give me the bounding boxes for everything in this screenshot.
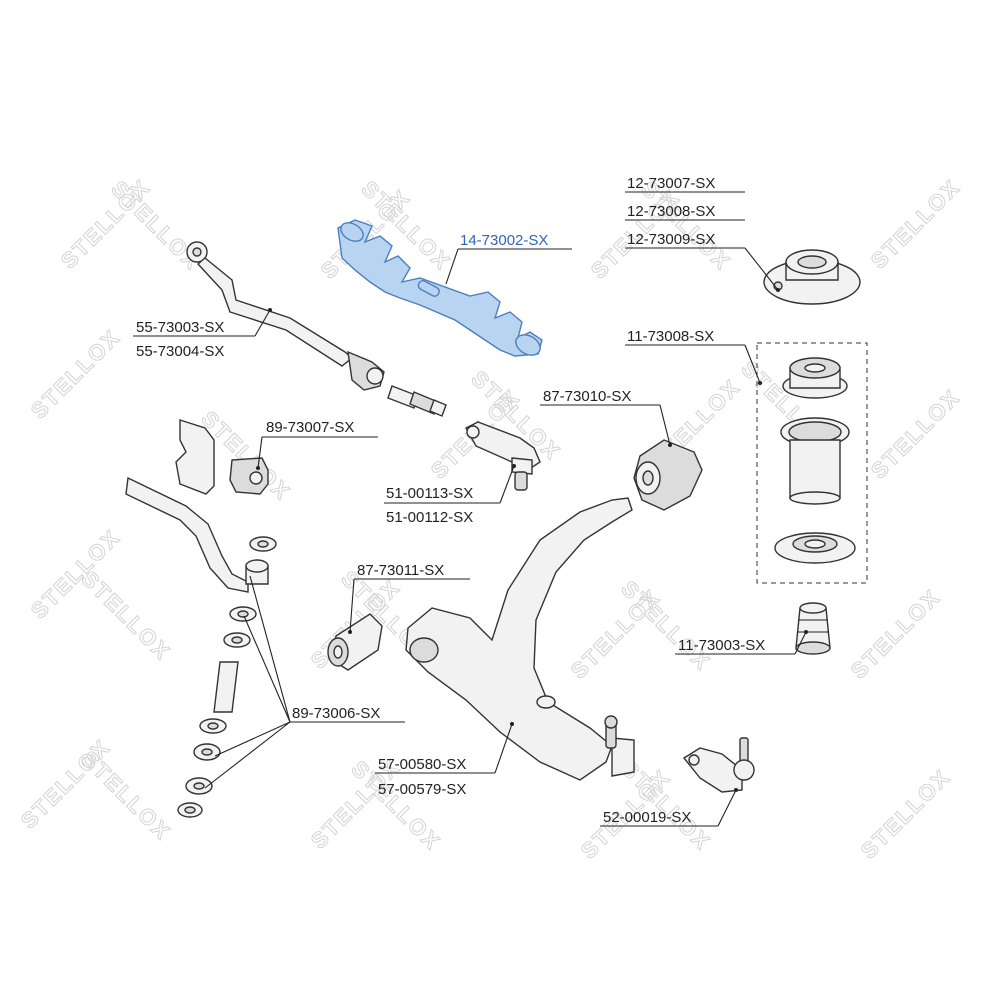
watermark: STELLOX [76, 566, 175, 665]
watermark: STELLOX [76, 746, 175, 845]
part-label[interactable]: 51-00113-SX [386, 485, 473, 502]
watermark: STELLOX [26, 324, 125, 423]
tie-rod-stud[interactable] [387, 385, 447, 417]
part-label[interactable]: 12-73007-SX [627, 175, 715, 192]
part-label[interactable]: 57-00579-SX [378, 781, 466, 798]
leader-lines [133, 191, 808, 827]
lower-control-arm[interactable] [405, 497, 635, 781]
part-label[interactable]: 52-00019-SX [603, 809, 691, 826]
watermark: STELLOX [866, 174, 965, 273]
part-label[interactable]: 12-73008-SX [627, 203, 715, 220]
part-label[interactable]: 11-73008-SX [627, 328, 714, 345]
part-label[interactable]: 51-00112-SX [386, 509, 473, 526]
part-label[interactable]: 14-73002-SX [460, 232, 548, 249]
control-arm-bushing-front[interactable] [633, 439, 703, 511]
ball-joint[interactable] [682, 737, 755, 793]
idler-arm[interactable] [465, 421, 541, 491]
part-labels: 14-73002-SX 12-73007-SX 12-73008-SX 12-7… [136, 175, 765, 826]
part-label[interactable]: 87-73010-SX [543, 388, 631, 405]
control-arm-bushing-rear[interactable] [327, 613, 383, 671]
part-label[interactable]: 89-73006-SX [292, 705, 380, 722]
watermark: STELLOX [846, 584, 945, 683]
stabilizer-bar[interactable] [125, 476, 249, 593]
part-label[interactable]: 55-73003-SX [136, 319, 224, 336]
part-label[interactable]: 89-73007-SX [266, 419, 354, 436]
part-label[interactable]: 87-73011-SX [357, 562, 444, 579]
bump-stop[interactable] [795, 602, 831, 655]
stabilizer-link-kit[interactable] [177, 536, 277, 818]
strut-kit[interactable] [756, 342, 868, 584]
tie-rod[interactable] [186, 241, 385, 391]
watermark: STELLOX [856, 764, 955, 863]
part-label[interactable]: 12-73009-SX [627, 231, 715, 248]
part-label[interactable]: 57-00580-SX [378, 756, 466, 773]
strut-mount[interactable] [763, 249, 861, 305]
steering-rack-boot[interactable] [337, 219, 544, 359]
stabilizer-bushing[interactable] [175, 419, 269, 495]
part-label[interactable]: 11-73003-SX [678, 637, 765, 654]
watermark: STELLOX [866, 384, 965, 483]
part-label[interactable]: 55-73004-SX [136, 343, 224, 360]
